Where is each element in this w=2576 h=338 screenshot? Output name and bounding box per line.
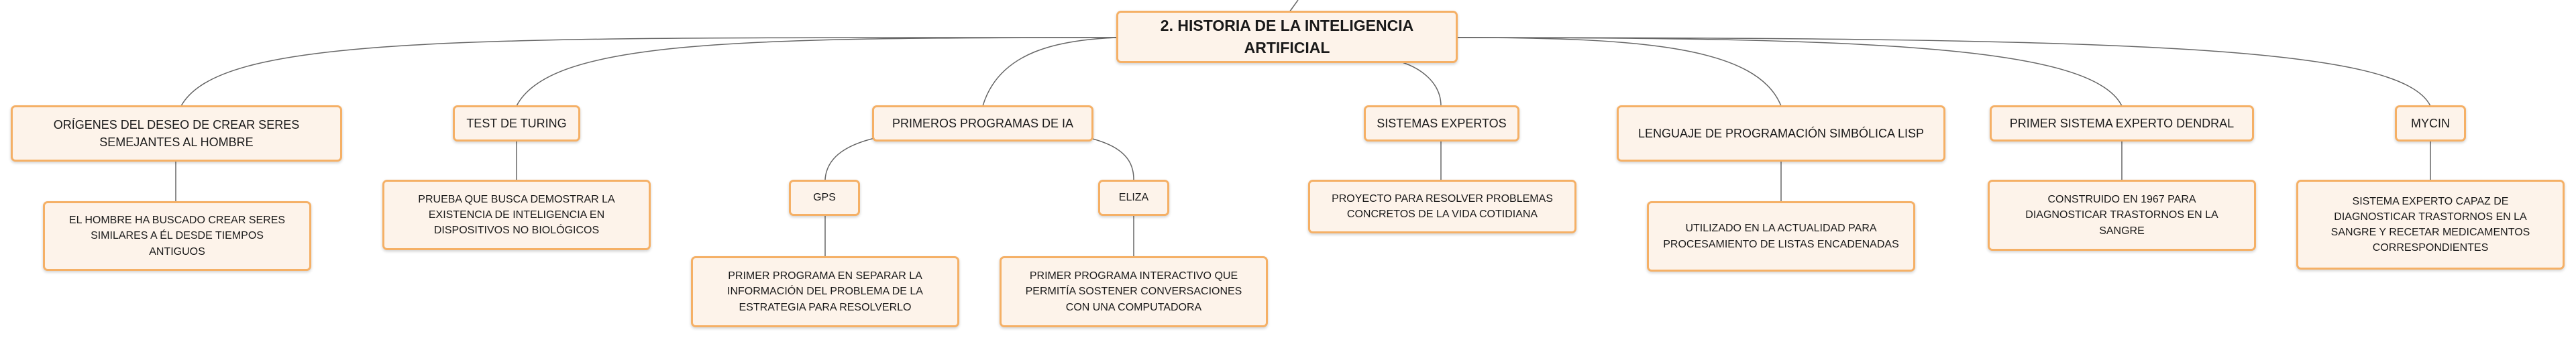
topic-test-de-turing[interactable]: TEST DE TURING: [453, 105, 580, 142]
topic-eliza-label: ELIZA: [1118, 192, 1149, 204]
detail-mycin-text: SISTEMA EXPERTO CAPAZ DE DIAGNOSTICAR TR…: [2330, 195, 2530, 254]
topic-gps[interactable]: GPS: [789, 180, 860, 216]
connector-root-dendral: [1457, 37, 2123, 107]
connector-root-origenes: [180, 37, 1117, 107]
topic-gps-label: GPS: [813, 192, 836, 204]
detail-eliza-text: PRIMER PROGRAMA INTERACTIVO QUE PERMITÍA…: [1025, 270, 1242, 313]
topic-lisp[interactable]: LENGUAJE DE PROGRAMACIÓN SIMBÓLICA LISP: [1617, 105, 1945, 162]
connector-root-mycin: [1457, 37, 2431, 107]
connector-root-lisp: [1457, 37, 1782, 107]
connector-root-primeros: [982, 37, 1117, 107]
detail-sistemas-expertos[interactable]: PROYECTO PARA RESOLVER PROBLEMAS CONCRET…: [1308, 180, 1576, 233]
topic-origenes-label: ORÍGENES DEL DESEO DE CREAR SERES SEMEJA…: [53, 117, 300, 149]
topic-dendral-label: PRIMER SISTEMA EXPERTO DENDRAL: [2009, 116, 2235, 130]
topic-lisp-label: LENGUAJE DE PROGRAMACIÓN SIMBÓLICA LISP: [1638, 126, 1925, 140]
detail-sistemas-expertos-text: PROYECTO PARA RESOLVER PROBLEMAS CONCRET…: [1332, 192, 1553, 220]
detail-test-de-turing-text: PRUEBA QUE BUSCA DEMOSTRAR LA EXISTENCIA…: [418, 193, 615, 237]
connector-root-turing: [516, 37, 1117, 107]
detail-test-de-turing[interactable]: PRUEBA QUE BUSCA DEMOSTRAR LA EXISTENCIA…: [382, 180, 651, 250]
detail-lisp[interactable]: UTILIZADO EN LA ACTUALIDAD PARA PROCESAM…: [1647, 201, 1915, 272]
topic-mycin-label: MYCIN: [2411, 116, 2450, 130]
topic-sistemas-expertos[interactable]: SISTEMAS EXPERTOS: [1364, 105, 1519, 142]
detail-gps-text: PRIMER PROGRAMA EN SEPARAR LA INFORMACIÓ…: [727, 270, 923, 313]
root-topic-label: 2. HISTORIA DE LA INTELIGENCIA ARTIFICIA…: [1160, 16, 1414, 56]
topic-dendral[interactable]: PRIMER SISTEMA EXPERTO DENDRAL: [1990, 105, 2254, 142]
detail-eliza[interactable]: PRIMER PROGRAMA INTERACTIVO QUE PERMITÍA…: [1000, 256, 1268, 327]
topic-eliza[interactable]: ELIZA: [1098, 180, 1169, 216]
detail-lisp-text: UTILIZADO EN LA ACTUALIDAD PARA PROCESAM…: [1663, 223, 1899, 250]
connector-root-sistemas: [1395, 60, 1442, 107]
topic-origenes[interactable]: ORÍGENES DEL DESEO DE CREAR SERES SEMEJA…: [11, 105, 342, 162]
detail-origenes[interactable]: EL HOMBRE HA BUSCADO CREAR SERES SIMILAR…: [43, 201, 311, 271]
topic-primeros-programas-label: PRIMEROS PROGRAMAS DE IA: [892, 116, 1074, 130]
topic-primeros-programas[interactable]: PRIMEROS PROGRAMAS DE IA: [872, 105, 1093, 142]
topic-test-de-turing-label: TEST DE TURING: [466, 116, 567, 130]
root-topic[interactable]: 2. HISTORIA DE LA INTELIGENCIA ARTIFICIA…: [1116, 11, 1458, 63]
detail-origenes-text: EL HOMBRE HA BUSCADO CREAR SERES SIMILAR…: [68, 215, 286, 258]
connector-parent-root: [1289, 0, 1299, 13]
detail-gps[interactable]: PRIMER PROGRAMA EN SEPARAR LA INFORMACIÓ…: [691, 256, 959, 327]
topic-mycin[interactable]: MYCIN: [2395, 105, 2466, 142]
topic-sistemas-expertos-label: SISTEMAS EXPERTOS: [1377, 116, 1507, 130]
detail-mycin[interactable]: SISTEMA EXPERTO CAPAZ DE DIAGNOSTICAR TR…: [2296, 180, 2565, 270]
detail-dendral[interactable]: CONSTRUIDO EN 1967 PARA DIAGNOSTICAR TRA…: [1988, 180, 2256, 251]
detail-dendral-text: CONSTRUIDO EN 1967 PARA DIAGNOSTICAR TRA…: [2025, 194, 2218, 237]
